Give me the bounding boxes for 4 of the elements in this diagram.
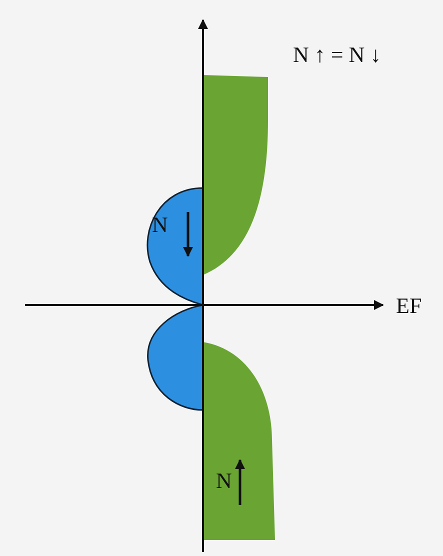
equation-label: N ↑ = N ↓	[293, 44, 382, 66]
axis-label: N	[152, 214, 168, 236]
axis-label: EF	[396, 295, 422, 317]
axis-label: N	[216, 470, 232, 492]
